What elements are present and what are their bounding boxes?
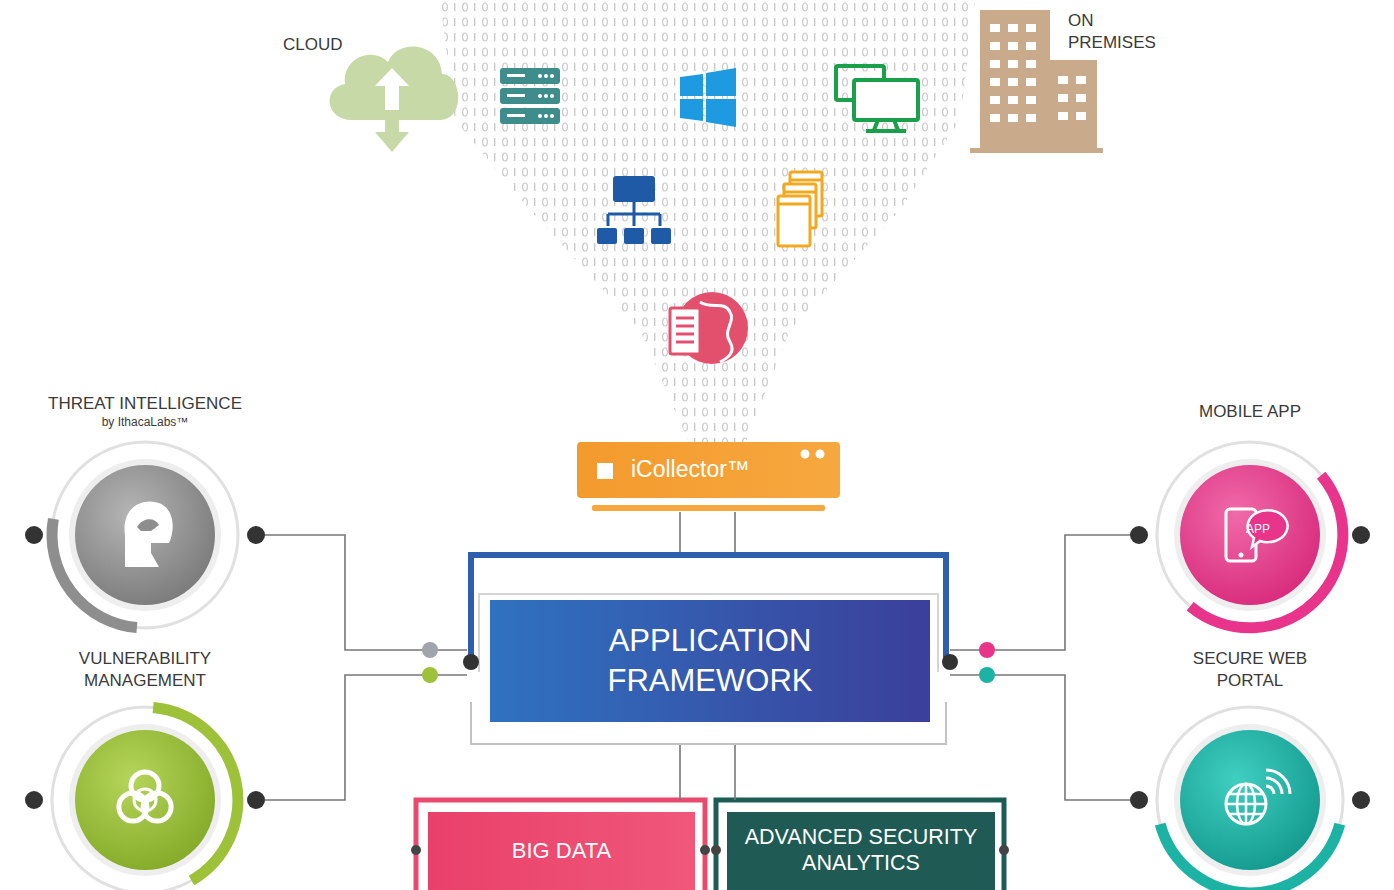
connector-line: [679, 745, 681, 800]
mobile-app-node: MOBILE APP APP: [1130, 401, 1370, 655]
wifi-arcs: [1266, 770, 1290, 794]
framework-label: APPLICATION FRAMEWORK: [550, 600, 870, 722]
ring-outline: [1157, 707, 1343, 890]
web-portal-node: SECURE WEB PORTAL: [1130, 648, 1370, 890]
phone-button: [1239, 553, 1244, 558]
cloud-label: CLOUD: [283, 34, 363, 56]
collector-square: [597, 463, 613, 479]
dot: [1352, 791, 1370, 809]
icon: [119, 772, 171, 821]
ring-shadow: [69, 724, 221, 876]
biohazard-ring: [134, 789, 156, 811]
dot: [999, 845, 1009, 855]
collector-base: [592, 505, 825, 511]
connector-line: [734, 745, 736, 800]
heading-text: SECURE WEB PORTAL: [1175, 648, 1325, 692]
junction-dot: [979, 667, 995, 683]
connector-line: [680, 512, 735, 552]
ring: [1130, 680, 1370, 890]
collector-label: iCollector™: [621, 442, 810, 498]
cloud-icon: [330, 47, 459, 152]
connector-line: [950, 675, 1130, 800]
collector-box: iCollector™: [577, 442, 840, 498]
globe-icon: [1226, 784, 1266, 824]
windows-logo: [680, 68, 736, 127]
circle-heading: MOBILE APP: [1150, 401, 1350, 423]
dot: [1130, 526, 1148, 544]
circle-heading: SECURE WEB PORTAL: [1175, 648, 1325, 692]
ring: [25, 415, 265, 655]
dot: [1130, 791, 1148, 809]
dot: [247, 791, 265, 809]
dot: [411, 845, 421, 855]
app-badge-text: APP: [1238, 522, 1278, 536]
binary-stream: [440, 0, 975, 445]
connector-line: [950, 535, 1130, 650]
helmet-slot: [137, 519, 159, 531]
helmet-icon: [124, 501, 172, 567]
ring-shadow: [1174, 724, 1326, 876]
web-server-icon: [670, 292, 748, 364]
ring-outline: [52, 707, 238, 890]
ring-shadow: [69, 459, 221, 611]
circle-heading: THREAT INTELLIGENCEby IthacaLabs™: [30, 393, 260, 429]
junction-dot: [979, 642, 995, 658]
icon: [1226, 509, 1288, 561]
vulnerability-node: VULNERABILITY MANAGEMENT: [25, 648, 265, 890]
connector-line: [265, 535, 467, 650]
junction-dot: [422, 642, 438, 658]
heading-subtext: by IthacaLabs™: [102, 415, 189, 429]
network-icon: [597, 176, 671, 244]
framework-panel: APPLICATION FRAMEWORK: [490, 600, 930, 722]
icon: [124, 501, 172, 567]
big-data-box: BIG DATA: [428, 812, 695, 890]
threat-intel-node: THREAT INTELLIGENCEby IthacaLabs™: [25, 393, 265, 655]
globe-lines: [1226, 784, 1266, 824]
heading-text: VULNERABILITY MANAGEMENT: [65, 648, 225, 692]
box-label: ADVANCED SECURITY ANALYTICS: [727, 812, 995, 890]
ring-disc: [1180, 465, 1320, 605]
circle-heading: VULNERABILITY MANAGEMENT: [65, 648, 225, 692]
dot: [247, 526, 265, 544]
dot: [463, 654, 479, 670]
heading-text: MOBILE APP: [1199, 401, 1301, 423]
ring: [25, 680, 265, 890]
dot: [1352, 526, 1370, 544]
building-icon: [970, 10, 1103, 153]
dot: [25, 791, 43, 809]
heading-text: THREAT INTELLIGENCE: [48, 393, 242, 415]
dot: [25, 526, 43, 544]
box-label: BIG DATA: [428, 812, 695, 890]
connector-line: [265, 675, 467, 800]
analytics-box: ADVANCED SECURITY ANALYTICS: [727, 812, 995, 890]
server-icon: [500, 68, 560, 124]
ring-outline: [1157, 442, 1343, 628]
premises-label: ON PREMISES: [1068, 10, 1160, 54]
ring-disc: [75, 730, 215, 870]
collector-led: [801, 450, 810, 459]
dot: [711, 845, 721, 855]
windows-stack-icon: [778, 172, 822, 246]
ring-shadow: [1174, 459, 1326, 611]
desktop-icon: [836, 66, 918, 131]
icon: [1226, 770, 1290, 824]
dot: [942, 654, 958, 670]
ring-disc: [75, 465, 215, 605]
biohazard-core: [141, 796, 149, 804]
dot: [700, 845, 710, 855]
junction-dot: [422, 667, 438, 683]
collector-led: [816, 450, 825, 459]
framework-box: APPLICATION FRAMEWORK: [467, 552, 950, 745]
ring-outline: [52, 442, 238, 628]
ring-disc: [1180, 730, 1320, 870]
